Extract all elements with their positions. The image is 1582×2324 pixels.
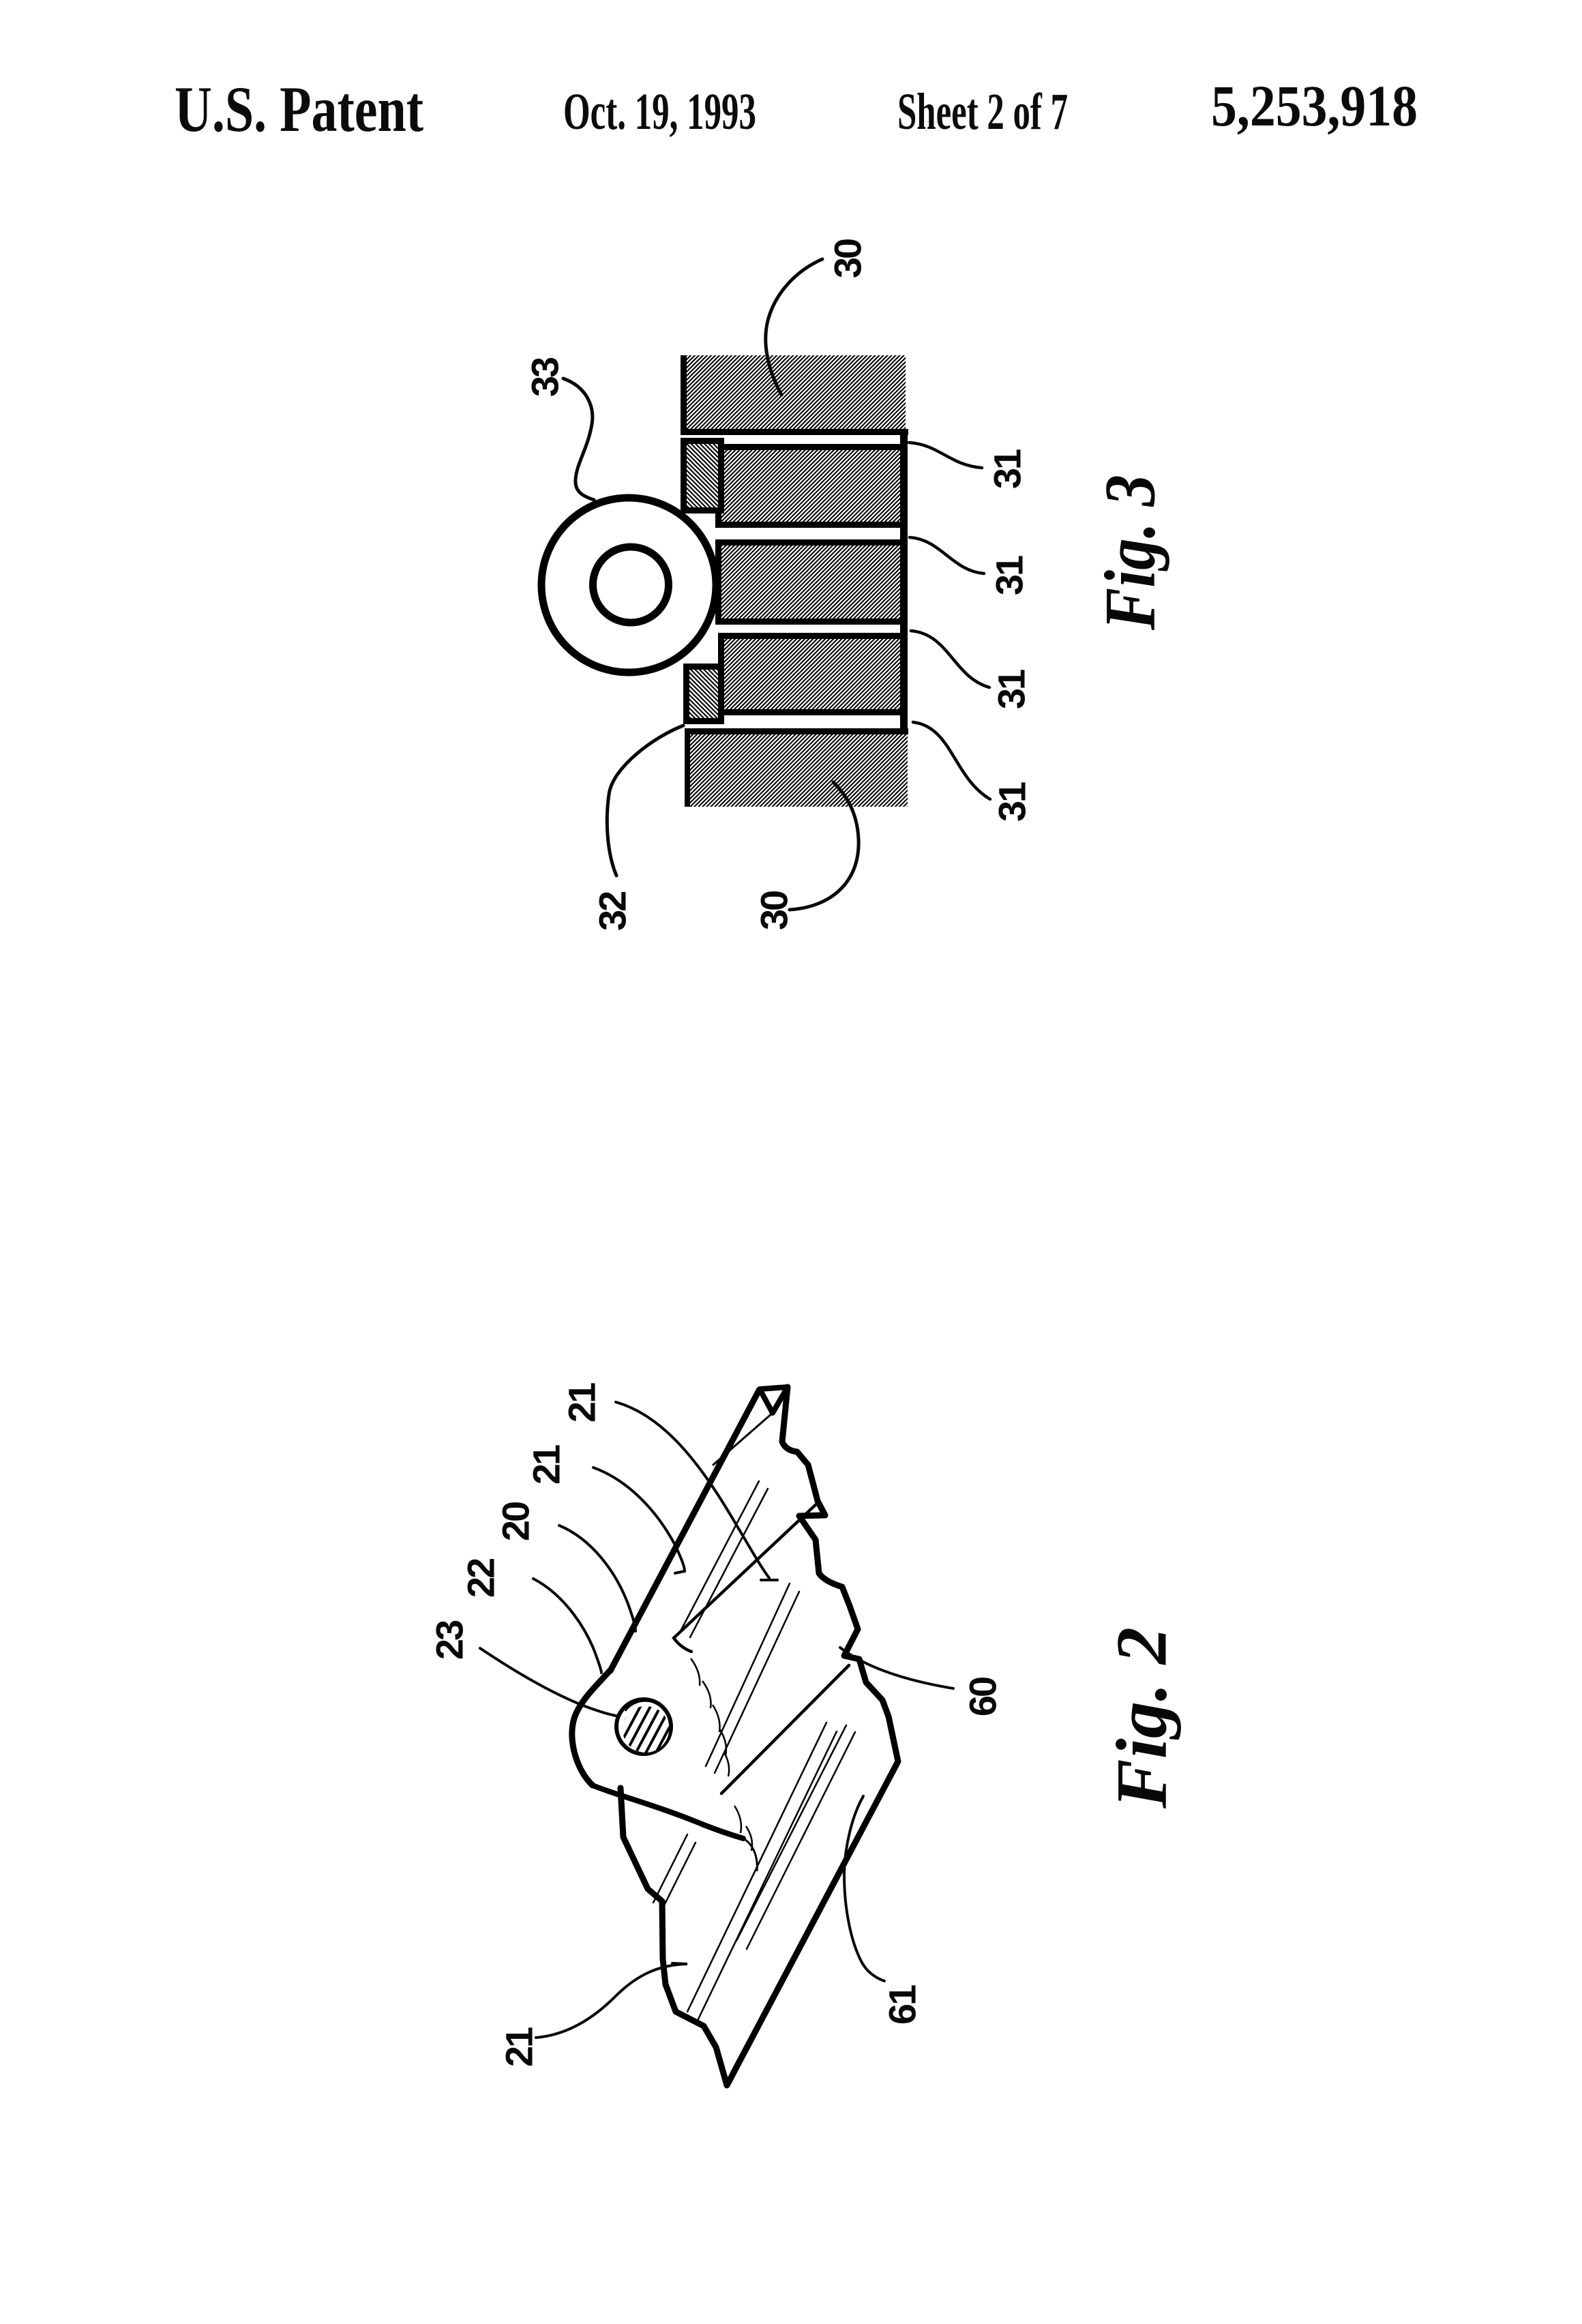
- svg-text:20: 20: [494, 1502, 537, 1541]
- svg-text:21: 21: [525, 1445, 568, 1485]
- svg-text:21: 21: [498, 2027, 541, 2067]
- svg-text:33: 33: [524, 357, 567, 397]
- svg-text:61: 61: [881, 1985, 924, 2025]
- svg-text:U.S. Patent: U.S. Patent: [175, 73, 423, 145]
- svg-text:60: 60: [961, 1678, 1004, 1716]
- svg-text:31: 31: [986, 449, 1029, 489]
- svg-text:30: 30: [826, 239, 869, 278]
- svg-text:23: 23: [428, 1620, 471, 1660]
- svg-text:22: 22: [460, 1559, 503, 1598]
- svg-text:31: 31: [991, 782, 1034, 822]
- svg-text:Fig. 2: Fig. 2: [1102, 1627, 1182, 1809]
- svg-text:Sheet 2 of 7: Sheet 2 of 7: [897, 83, 1068, 140]
- svg-text:5,253,918: 5,253,918: [1211, 73, 1418, 138]
- svg-text:30: 30: [753, 891, 796, 930]
- svg-text:31: 31: [988, 556, 1031, 595]
- svg-text:Oct. 19, 1993: Oct. 19, 1993: [563, 83, 756, 140]
- svg-text:Fig. 3: Fig. 3: [1090, 475, 1170, 631]
- svg-text:32: 32: [591, 892, 634, 931]
- svg-text:21: 21: [561, 1383, 603, 1422]
- svg-text:31: 31: [990, 670, 1033, 709]
